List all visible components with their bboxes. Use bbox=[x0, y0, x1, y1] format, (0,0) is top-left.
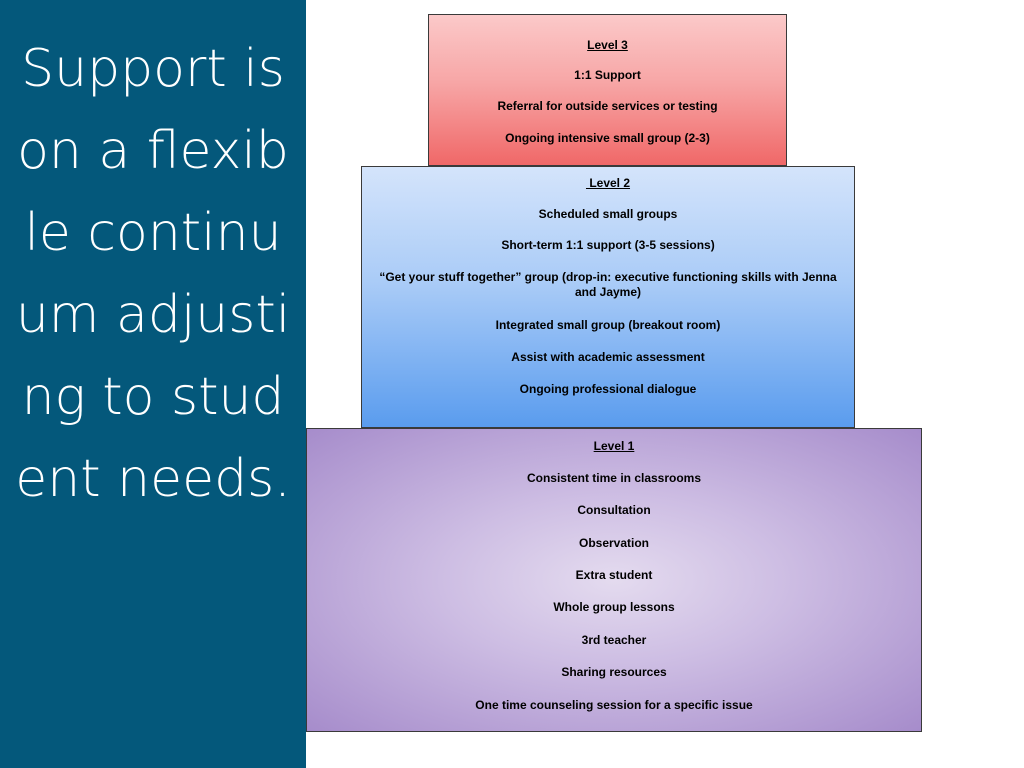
level-2-item: Ongoing professional dialogue bbox=[519, 382, 697, 396]
level-2-item: Scheduled small groups bbox=[538, 207, 678, 221]
level-2-box: Level 2 Scheduled small groups Short-ter… bbox=[361, 166, 855, 428]
level-3-box: Level 3 1:1 Support Referral for outside… bbox=[428, 14, 787, 166]
level-1-item: Consultation bbox=[577, 503, 651, 517]
level-1-item: Whole group lessons bbox=[553, 600, 675, 614]
level-3-item: Ongoing intensive small group (2-3) bbox=[505, 131, 710, 145]
level-3-item: 1:1 Support bbox=[574, 68, 641, 82]
level-1-box: Level 1 Consistent time in classrooms Co… bbox=[306, 428, 922, 732]
level-3-heading: Level 3 bbox=[587, 38, 628, 52]
level-2-item: “Get your stuff together” group (drop-in… bbox=[379, 270, 837, 299]
level-2-item: Short-term 1:1 support (3-5 sessions) bbox=[501, 238, 715, 252]
slide-title: Support is on a flexible continuum adjus… bbox=[15, 39, 291, 509]
level-1-item: One time counseling session for a specif… bbox=[475, 698, 753, 712]
level-3-item: Referral for outside services or testing bbox=[497, 99, 718, 113]
level-1-heading: Level 1 bbox=[593, 439, 635, 453]
level-1-item: Extra student bbox=[575, 568, 653, 582]
level-2-item: Assist with academic assessment bbox=[511, 350, 705, 364]
level-1-item: Consistent time in classrooms bbox=[526, 471, 702, 485]
level-1-item: Sharing resources bbox=[561, 665, 667, 679]
title-panel: Support is on a flexible continuum adjus… bbox=[0, 0, 306, 768]
level-1-item: 3rd teacher bbox=[581, 633, 647, 647]
level-2-heading: Level 2 bbox=[585, 176, 631, 190]
level-1-item: Observation bbox=[578, 536, 650, 550]
level-2-item: Integrated small group (breakout room) bbox=[495, 318, 721, 332]
